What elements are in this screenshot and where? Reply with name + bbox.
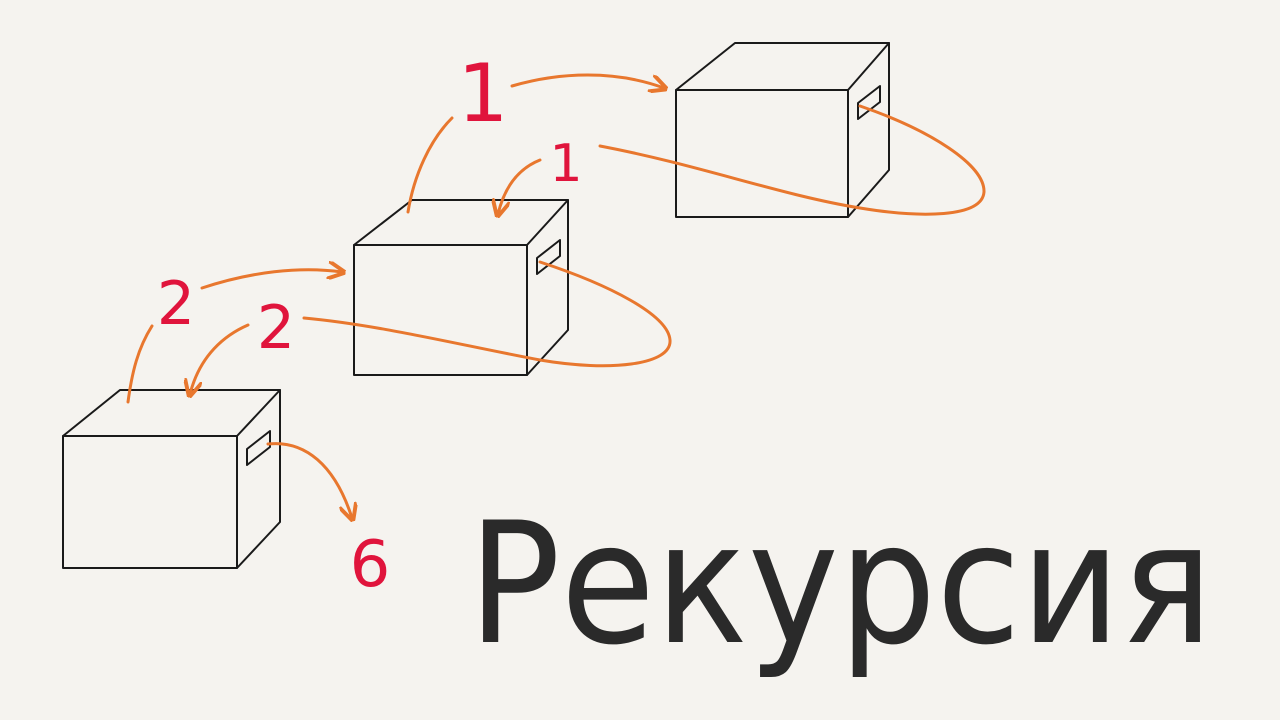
arrow-result <box>266 442 352 518</box>
box-top-handle <box>857 85 881 120</box>
box-middle-handle <box>536 239 561 275</box>
label-return-2: 2 <box>257 293 295 363</box>
arrow-return-2-loop <box>302 260 672 368</box>
box-middle <box>353 199 569 376</box>
box-top <box>675 42 890 218</box>
arrow-return-1-loop <box>598 104 986 216</box>
arrow-return-1-down <box>498 158 542 214</box>
arrow-call-2-up <box>126 324 154 404</box>
box-bottom-handle <box>246 430 271 466</box>
arrow-call-2-right <box>200 270 342 290</box>
page-title: Рекурсия <box>468 486 1213 682</box>
arrow-return-2-down <box>190 323 250 394</box>
arrow-call-1-up <box>406 116 454 214</box>
label-return-1: 1 <box>549 134 582 194</box>
label-result: 6 <box>350 528 391 602</box>
box-bottom <box>62 389 281 569</box>
label-call-2: 2 <box>157 269 195 339</box>
label-call-1: 1 <box>458 47 509 140</box>
arrow-call-1-right <box>510 73 664 88</box>
